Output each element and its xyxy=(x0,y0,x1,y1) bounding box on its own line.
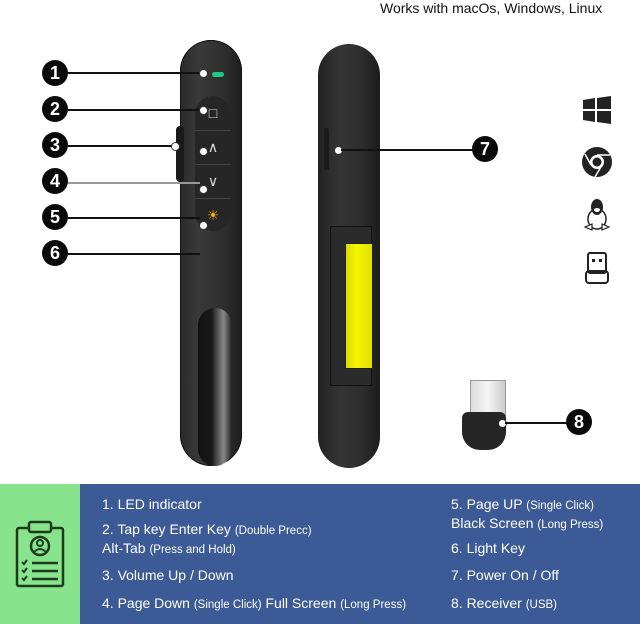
windows-icon xyxy=(580,93,614,127)
callout-badge-6: 6 xyxy=(42,240,68,266)
pocket-clip xyxy=(198,308,232,466)
legend-item-1: 1. LED indicator xyxy=(102,496,202,512)
callout-line-8 xyxy=(505,422,567,424)
callout-line-2 xyxy=(68,109,200,111)
callout-dot-5 xyxy=(199,185,208,194)
chevron-up-icon: ∧ xyxy=(207,139,219,155)
callout-line-6 xyxy=(68,253,200,255)
legend-icon-panel xyxy=(0,484,80,624)
callout-badge-8: 8 xyxy=(566,409,592,435)
square-icon: □ xyxy=(208,104,218,121)
callout-line-4 xyxy=(68,182,200,184)
legend-item-5b: Black Screen (Long Press) xyxy=(451,515,604,531)
callout-line-3 xyxy=(68,145,172,147)
callout-badge-1: 1 xyxy=(42,60,68,86)
callout-dot-2 xyxy=(199,106,208,115)
callout-badge-4: 4 xyxy=(42,168,68,194)
legend-item-8: 8. Receiver (USB) xyxy=(451,595,558,611)
chrome-icon xyxy=(580,145,614,179)
button-panel: □ ∧ ∨ ☀ xyxy=(195,96,231,231)
callout-line-7 xyxy=(341,149,473,151)
legend-item-3: 3. Volume Up / Down xyxy=(102,567,234,583)
page-up-key: ∨ xyxy=(195,164,231,198)
callout-dot-1 xyxy=(199,69,208,78)
legend-item-2b: Alt-Tab (Press and Hold) xyxy=(102,540,236,556)
chevron-down-icon: ∨ xyxy=(207,173,219,189)
page-down-key: ∧ xyxy=(195,130,231,164)
legend-item-5: 5. Page UP (Single Click) xyxy=(451,496,594,512)
usb-receiver-body xyxy=(462,412,506,450)
linux-icon xyxy=(580,198,614,232)
light-key: ☀ xyxy=(195,198,231,231)
callout-badge-2: 2 xyxy=(42,96,68,122)
legend-item-4: 4. Page Down (Single Click) Full Screen … xyxy=(102,595,407,611)
callout-line-5 xyxy=(68,217,200,219)
legend-text-panel: 1. LED indicator 2. Tap key Enter Key (D… xyxy=(80,484,640,624)
callout-badge-7: 7 xyxy=(472,136,498,162)
legend-item-6: 6. Light Key xyxy=(451,540,525,556)
volume-slider xyxy=(176,126,184,182)
callout-badge-5: 5 xyxy=(42,204,68,230)
usb-receiver-plug xyxy=(470,380,506,416)
callout-dot-3 xyxy=(171,142,180,151)
aaa-battery xyxy=(345,243,373,369)
compatibility-caption: Works with macOs, Windows, Linux xyxy=(380,0,603,16)
legend-item-2: 2. Tap key Enter Key (Double Precc) xyxy=(102,521,312,537)
power-switch xyxy=(324,128,329,170)
usb-receiver-icon xyxy=(580,251,614,285)
callout-badge-3: 3 xyxy=(42,132,68,158)
legend-item-7: 7. Power On / Off xyxy=(451,567,559,583)
callout-dot-6 xyxy=(199,221,208,230)
clipboard-user-checklist-icon xyxy=(15,520,65,588)
sun-icon: ☀ xyxy=(206,207,220,223)
callout-line-1 xyxy=(68,72,200,74)
led-indicator xyxy=(212,72,224,77)
tap-key: □ xyxy=(195,96,231,129)
callout-dot-4 xyxy=(199,147,208,156)
